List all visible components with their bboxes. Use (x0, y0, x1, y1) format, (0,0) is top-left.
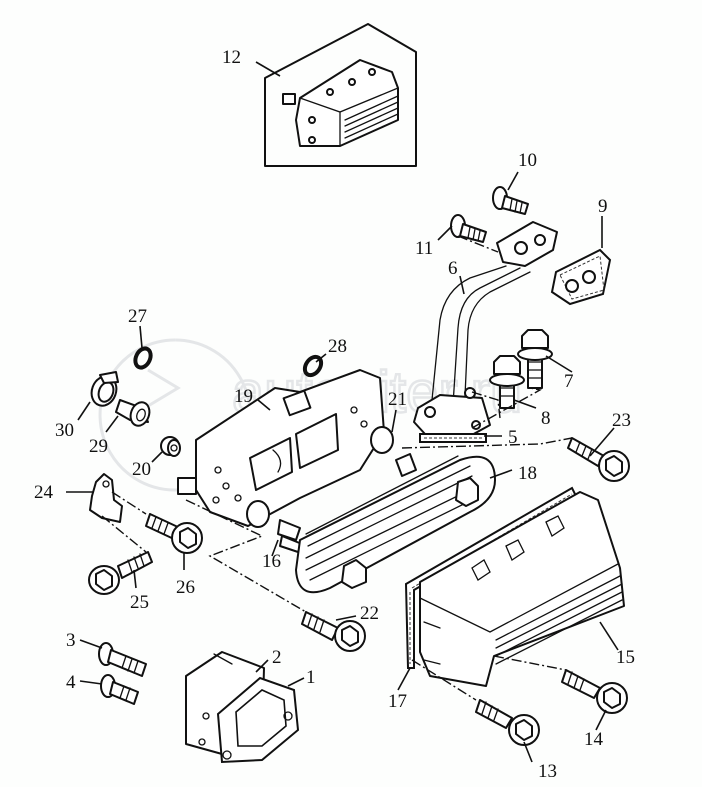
hex-bolt-7 (517, 329, 553, 389)
leader-12 (255, 61, 281, 77)
hex-bolt-14 (561, 669, 628, 714)
callout-16: 16 (262, 551, 281, 572)
callout-4: 4 (66, 672, 76, 693)
callout-29: 29 (89, 436, 108, 457)
callout-19: 19 (234, 386, 253, 407)
gasket-5 (419, 433, 487, 443)
stud-16 (277, 519, 303, 553)
callout-8: 8 (541, 408, 551, 429)
callout-labels: 12 10 9 11 6 7 8 5 23 18 21 27 28 19 30 … (34, 47, 635, 782)
flange-bolt-10 (492, 186, 529, 215)
flange-gasket-9 (550, 248, 612, 306)
o-ring-28 (302, 354, 324, 378)
leader-20 (151, 451, 163, 463)
pipe-base-flange (413, 387, 491, 437)
leader-29 (105, 415, 119, 433)
cooler-housing-19 (177, 369, 394, 528)
callout-23: 23 (612, 410, 631, 431)
union-29 (115, 399, 151, 427)
hex-bolt-26 (145, 513, 203, 554)
callout-25: 25 (130, 592, 149, 613)
callout-13: 13 (538, 761, 557, 782)
leader-28 (315, 353, 327, 363)
cooler-cover-15 (419, 491, 625, 687)
hex-bolt-25 (88, 551, 153, 595)
hex-bolt-13 (475, 699, 540, 746)
bracket-24 (89, 473, 123, 523)
leader-10 (507, 171, 519, 191)
leader-25 (133, 569, 137, 589)
callout-26: 26 (176, 577, 195, 598)
callout-6: 6 (448, 258, 458, 279)
callout-17: 17 (388, 691, 407, 712)
hose-clamp-30 (90, 371, 119, 407)
leader-lines (66, 61, 619, 763)
leader-21 (391, 409, 397, 433)
leader-23 (589, 427, 615, 457)
callout-30: 30 (55, 420, 74, 441)
callout-18: 18 (518, 463, 537, 484)
leader-27 (139, 325, 143, 349)
callout-14: 14 (584, 729, 604, 750)
leader-4 (79, 680, 103, 685)
leader-14 (595, 709, 607, 731)
leader-18 (489, 469, 513, 479)
leader-1 (287, 677, 305, 687)
leader-16 (271, 539, 279, 557)
callout-12: 12 (222, 47, 241, 68)
callout-3: 3 (66, 630, 76, 651)
leader-11 (437, 225, 453, 241)
callout-24: 24 (34, 482, 54, 503)
callout-27: 27 (128, 306, 147, 327)
leader-13 (523, 741, 533, 763)
leader-22 (335, 615, 357, 621)
leader-3 (79, 639, 103, 649)
o-ring-27 (133, 346, 153, 370)
leader-19 (257, 399, 271, 411)
callout-10: 10 (518, 150, 537, 171)
callout-2: 2 (272, 647, 282, 668)
callout-28: 28 (328, 336, 347, 357)
assembly-thumbnail (282, 59, 399, 147)
callout-11: 11 (415, 238, 433, 259)
flange-bolt-3 (98, 642, 147, 677)
hex-bolt-23 (567, 437, 630, 482)
callout-21: 21 (388, 389, 407, 410)
plug-20 (160, 436, 181, 457)
watermark-logo-arrow (147, 368, 181, 408)
inset-box-assembly (264, 23, 417, 167)
assembly-centerlines (101, 235, 573, 701)
callout-1: 1 (306, 667, 316, 688)
gasket-1 (216, 676, 300, 764)
leader-15 (599, 621, 619, 651)
callout-15: 15 (616, 647, 635, 668)
leader-30 (77, 401, 91, 421)
oil-pipe (429, 221, 558, 421)
leader-8 (513, 399, 537, 409)
leader-17 (397, 667, 411, 691)
callout-22: 22 (360, 603, 379, 624)
flange-bolt-4 (100, 674, 139, 705)
leader-7 (545, 355, 573, 373)
callout-9: 9 (598, 196, 608, 217)
callout-20: 20 (132, 459, 151, 480)
leader-2 (255, 659, 269, 673)
flange-bolt-11 (450, 214, 487, 243)
callout-7: 7 (564, 371, 574, 392)
leader-6 (459, 275, 465, 295)
hex-bolt-22 (301, 611, 366, 652)
callout-5: 5 (508, 427, 518, 448)
cooler-element-18 (295, 453, 496, 594)
